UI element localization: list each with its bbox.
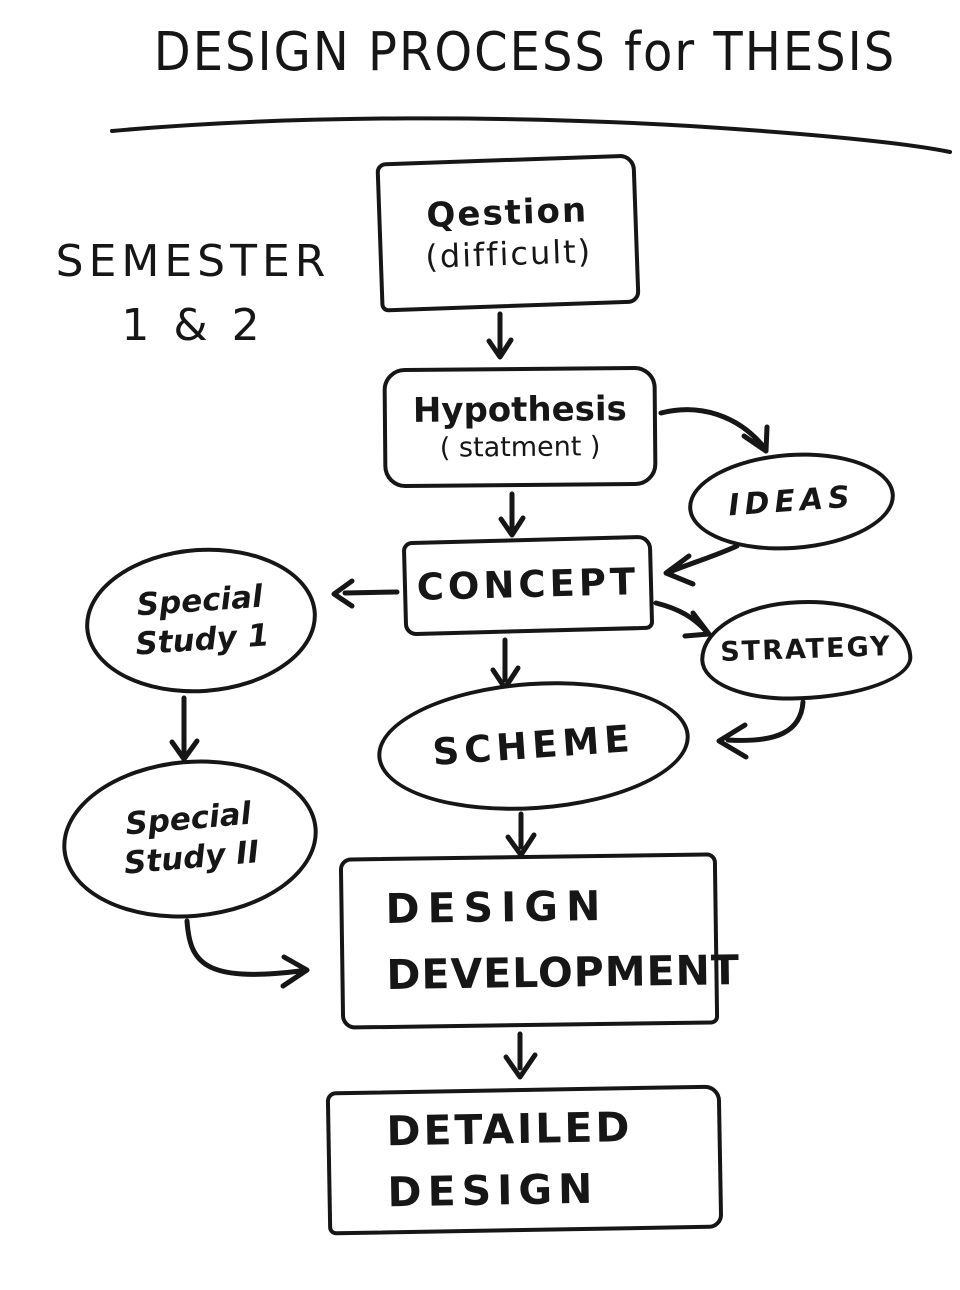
semester-label-line2: 1 & 2: [121, 299, 265, 351]
node-hypothesis: Hypothesis ( statment ): [382, 365, 658, 489]
node-special-study-1: Special Study 1: [80, 540, 322, 701]
arrow-concept-to-special-study-1: [331, 578, 400, 609]
node-concept-label: CONCEPT: [416, 560, 640, 610]
node-special-study-1-line2: Study 1: [134, 616, 271, 663]
title-underline: [110, 116, 952, 154]
node-question-sublabel: (difficult): [424, 232, 593, 277]
node-detailed-design: DETAILED DESIGN: [325, 1084, 724, 1236]
node-question-label: Qestion: [425, 189, 589, 236]
node-scheme: SCHEME: [372, 671, 695, 821]
semester-label: SEMESTER 1 & 2: [48, 230, 338, 358]
node-question: Qestion (difficult): [375, 153, 641, 313]
node-concept: CONCEPT: [401, 534, 655, 637]
arrow-special-study-1-to-special-study-2: [169, 695, 200, 762]
node-scheme-label: SCHEME: [431, 716, 636, 774]
semester-label-line1: SEMESTER: [55, 236, 331, 287]
arrow-special-study-2-to-design-development: [184, 918, 310, 989]
node-hypothesis-sublabel: ( statment ): [439, 431, 601, 465]
arrow-question-to-hypothesis: [486, 311, 514, 360]
node-detailed-design-line1: DETAILED: [386, 1102, 633, 1155]
node-strategy: STRATEGY: [698, 596, 914, 704]
arrow-design-development-to-detailed-design: [503, 1031, 538, 1080]
page-title: DESIGN PROCESS for THESIS: [153, 20, 897, 84]
node-strategy-label: STRATEGY: [719, 631, 893, 669]
arrow-hypothesis-to-ideas: [658, 407, 770, 454]
arrow-concept-to-strategy: [653, 600, 712, 639]
node-ideas: IDEAS: [684, 445, 899, 558]
node-design-development-line1: DESIGN: [385, 882, 609, 934]
arrow-ideas-to-concept: [663, 543, 740, 587]
arrow-strategy-to-scheme: [716, 699, 806, 760]
node-design-development-line2: DEVELOPMENT: [386, 946, 741, 999]
node-special-study-2: Special Study II: [55, 749, 325, 929]
node-hypothesis-label: Hypothesis: [412, 388, 628, 431]
node-design-development: DESIGN DEVELOPMENT: [338, 852, 740, 1030]
node-detailed-design-line2: DESIGN: [387, 1164, 599, 1217]
arrow-hypothesis-to-concept: [498, 491, 526, 538]
node-ideas-label: IDEAS: [727, 479, 856, 524]
arrow-scheme-to-design-development: [505, 811, 537, 858]
arrow-concept-to-scheme: [490, 637, 521, 691]
